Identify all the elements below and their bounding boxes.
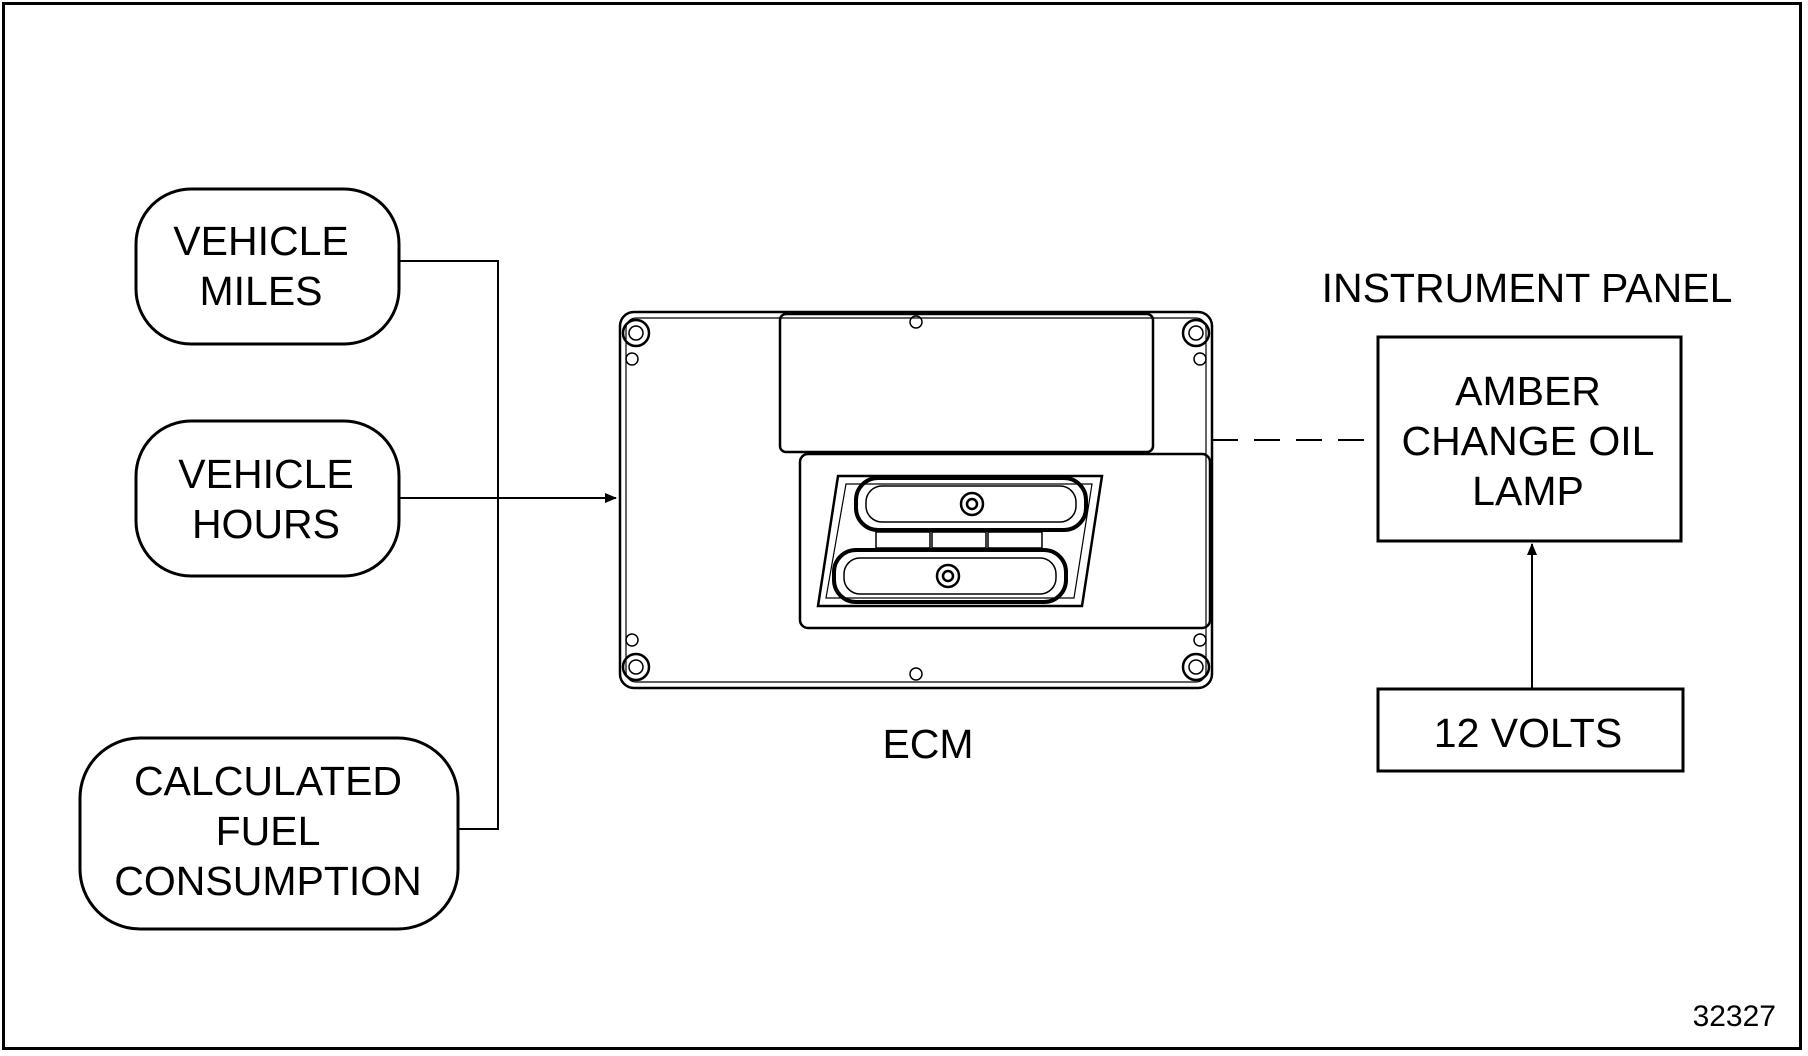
calculated-fuel-box: CALCULATED FUEL CONSUMPTION (78, 736, 460, 931)
instrument-panel-title: INSTRUMENT PANEL (1322, 265, 1733, 311)
twelve-volts-box: 12 VOLTS (1376, 687, 1685, 773)
calculated-fuel-line-3: CONSUMPTION (114, 858, 422, 904)
lamp-line-2: CHANGE OIL (1402, 418, 1655, 464)
figure-number: 32327 (1693, 1000, 1776, 1033)
vehicle-miles-line-1: VEHICLE (173, 218, 348, 264)
vehicle-miles-box: VEHICLE MILES (134, 187, 401, 346)
vehicle-miles-line-2: MILES (199, 268, 322, 314)
ecm-label: ECM (882, 721, 973, 767)
vehicle-hours-line-1: VEHICLE (178, 451, 353, 497)
vehicle-hours-line-2: HOURS (192, 501, 340, 547)
ecm-module (618, 310, 1214, 690)
twelve-volts-label: 12 VOLTS (1434, 710, 1622, 756)
amber-change-oil-lamp-box: AMBER CHANGE OIL LAMP (1376, 335, 1683, 543)
vehicle-hours-box: VEHICLE HOURS (134, 419, 401, 578)
lamp-line-3: LAMP (1472, 468, 1584, 514)
calculated-fuel-line-1: CALCULATED (134, 758, 402, 804)
lamp-line-1: AMBER (1455, 368, 1601, 414)
input-connector-lines (399, 260, 617, 830)
calculated-fuel-line-2: FUEL (216, 808, 321, 854)
